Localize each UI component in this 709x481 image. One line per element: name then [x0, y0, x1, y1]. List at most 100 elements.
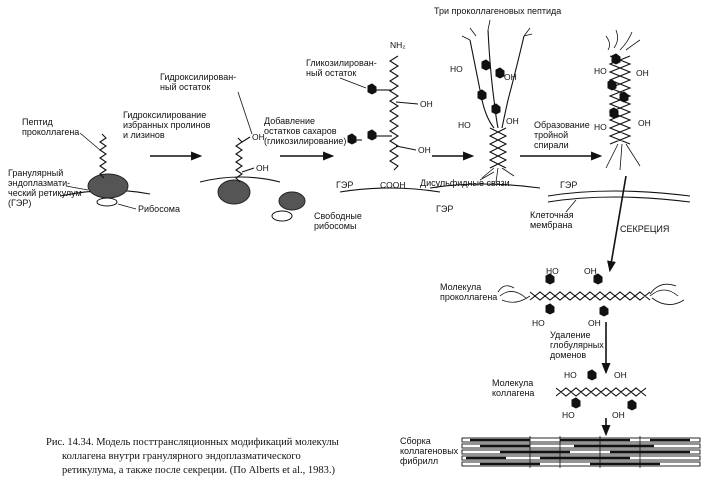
oh-stage5-2: OH	[638, 118, 651, 128]
free-ribosome-large	[278, 191, 306, 211]
stage-collagen-molecule: Молекула коллагена HO OH HO OH	[492, 369, 647, 420]
er-membrane-2	[199, 176, 281, 183]
label-hydroxylation-2: избранных пролинов	[123, 120, 211, 130]
label-triple-helix-3: спирали	[534, 140, 569, 150]
sugar-hex-s7-2	[571, 397, 581, 409]
fibril-dark-segments	[466, 438, 690, 466]
peptide-strand-a	[469, 39, 495, 129]
cooh-label: COOH	[380, 180, 406, 190]
label-secretion: СЕКРЕЦИЯ	[620, 224, 669, 234]
label-free-ribosomes-1: Свободные	[314, 211, 362, 221]
label-ger-stage3: ГЭР	[336, 180, 353, 190]
procollagen-helix	[529, 291, 651, 301]
ho-stage7-2: HO	[562, 410, 575, 420]
sugar-hex-s4-3	[477, 89, 487, 101]
free-ribosome-small	[271, 210, 293, 222]
stage-fibrils: Сборка коллагеновых фибрилл	[400, 436, 701, 468]
oh-stage4-2: OH	[506, 116, 519, 126]
ribosome-small-subunit	[96, 197, 118, 207]
label-glycosylated-1: Гликозилирован-	[306, 58, 377, 68]
label-sugar-2: остатков сахаров	[264, 126, 337, 136]
label-cell-membrane-2: мембрана	[530, 220, 572, 230]
peptide-strand-b	[487, 29, 499, 129]
cell-membrane-outer	[547, 190, 691, 197]
sugar-hex-s6-2	[593, 273, 603, 285]
sugar-hexagon-2	[367, 129, 377, 141]
oh-stage7-2: OH	[612, 410, 625, 420]
label-disulfide: Дисульфидные связи	[420, 178, 510, 188]
sugar-hexagon-3	[347, 133, 357, 145]
label-ger-stage5: ГЭР	[560, 180, 577, 190]
label-collagen-molecule-2: коллагена	[492, 388, 534, 398]
ho-stage4-2: HO	[458, 120, 471, 130]
sugar-hex-s5-1	[611, 53, 621, 65]
label-hydroxylated-2: ный остаток	[160, 82, 210, 92]
oh-stage3-2: OH	[418, 145, 431, 155]
label-collagen-molecule-1: Молекула	[492, 378, 533, 388]
label-cell-membrane-1: Клеточная	[530, 210, 574, 220]
label-triple-helix-2: тройной	[534, 130, 568, 140]
label-peptide-procollagen-2: проколлагена	[22, 127, 79, 137]
sugar-hex-s7-1	[587, 369, 597, 381]
label-hydroxylated-1: Гидроксилирован-	[160, 72, 236, 82]
label-fibril-3: фибрилл	[400, 456, 438, 466]
caption-line-1: Рис. 14.34. Модель посттрансляционных мо…	[46, 437, 339, 448]
label-ger-stage4: ГЭР	[436, 204, 453, 214]
sugar-hex-s4-4	[491, 103, 501, 115]
stage-procollagen-molecule: Молекула проколлагена HO OH HO OH	[440, 266, 685, 328]
arrow-secretion	[607, 175, 627, 273]
label-procollagen-molecule-2: проколлагена	[440, 292, 497, 302]
peptide-strand-c	[501, 35, 525, 129]
sugar-hex-s5-4	[609, 107, 619, 119]
label-triple-helix-1: Образование	[534, 120, 590, 130]
collagen-helix	[555, 387, 647, 397]
label-ger-4: (ГЭР)	[8, 198, 31, 208]
sugar-hex-s6-1	[545, 273, 555, 285]
er-membrane-4	[429, 183, 541, 189]
ho-stage6-2: HO	[532, 318, 545, 328]
oh-stage6-1: OH	[584, 266, 597, 276]
label-ribosome: Рибосома	[138, 204, 180, 214]
label-ger-1: Гранулярный	[8, 168, 63, 178]
stage-glycosylation: NH₂ OH OH COOH ГЭР Гликозилирован- ный о…	[306, 40, 441, 193]
stage-triple-helix: HO OH HO OH ГЭР Клеточная мембрана	[530, 29, 691, 230]
label-free-ribosomes-2: рибосомы	[314, 221, 356, 231]
label-fibril-1: Сборка	[400, 436, 431, 446]
oh-stage3-1: OH	[420, 99, 433, 109]
label-three-peptides: Три проколлагеновых пептида	[434, 6, 561, 16]
label-fibril-2: коллагеновых	[400, 446, 459, 456]
ho-stage5-1: HO	[594, 66, 607, 76]
triple-helix-stage4	[488, 127, 508, 169]
label-globular-3: доменов	[550, 350, 586, 360]
ho-stage4-1: HO	[450, 64, 463, 74]
label-procollagen-molecule-1: Молекула	[440, 282, 481, 292]
caption-line-2: коллагена внутри гранулярного эндоплазма…	[62, 451, 301, 462]
label-peptide-procollagen-1: Пептид	[22, 117, 53, 127]
label-hydroxylation-1: Гидроксилирование	[123, 110, 206, 120]
sugar-hex-s4-1	[481, 59, 491, 71]
sugar-hex-s5-2	[607, 79, 617, 91]
peptide-chain-2	[235, 137, 243, 183]
sugar-hex-s6-3	[545, 303, 555, 315]
sugar-hex-s7-3	[627, 399, 637, 411]
ho-stage6-1: HO	[546, 266, 559, 276]
ho-stage7-1: HO	[564, 370, 577, 380]
oh-stage6-2: OH	[588, 318, 601, 328]
stage-translation: Пептид проколлагена Гранулярный эндоплаз…	[8, 117, 180, 214]
sugar-hexagon-1	[367, 83, 377, 95]
fibril-row-5	[461, 461, 701, 467]
peptide-chain-1	[99, 133, 107, 179]
label-ger-3: ческий ретикулум	[8, 188, 82, 198]
cell-membrane-inner	[547, 196, 691, 203]
caption-line-3: ретикулума, а также после секреции. (По …	[62, 465, 336, 476]
er-membrane-3	[339, 187, 441, 193]
ribosome-released	[217, 179, 251, 205]
ho-stage5-2: HO	[594, 122, 607, 132]
nh2-label: NH₂	[390, 40, 406, 50]
ribosome-bound	[87, 173, 129, 199]
sugar-hex-s6-4	[599, 305, 609, 317]
label-ger-2: эндоплазмати-	[8, 178, 70, 188]
label-globular-1: Удаление	[550, 330, 591, 340]
oh-stage2-1: OH	[252, 132, 265, 142]
